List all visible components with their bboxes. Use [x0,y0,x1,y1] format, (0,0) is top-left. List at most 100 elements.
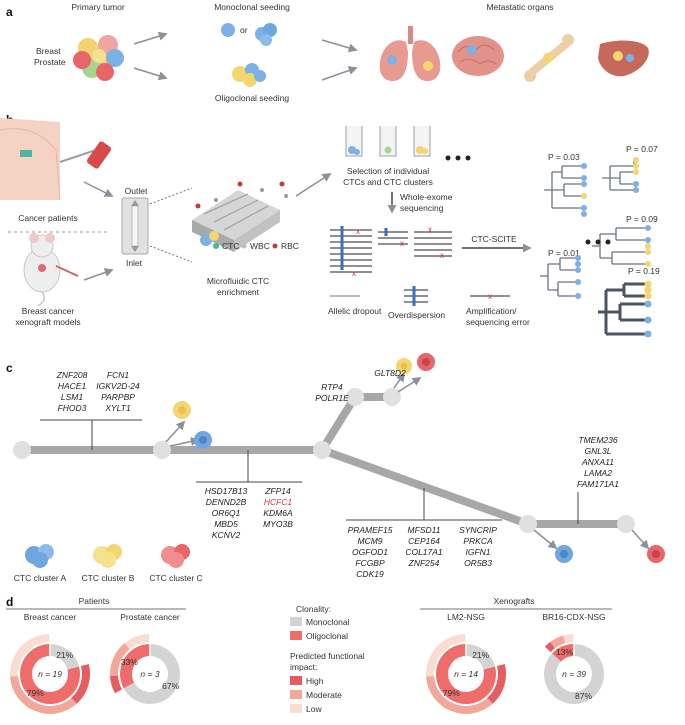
genes-top: RTP4 POLR1E [315,382,349,403]
arrow-oligo-organs [321,66,358,81]
high-label: High [306,676,324,686]
liver-illustration [598,40,649,77]
zoom-line-bottom [149,245,193,263]
moderate-label: Moderate [306,690,342,700]
svg-text:OR5B3: OR5B3 [464,558,492,568]
svg-text:TMEM236: TMEM236 [578,435,617,445]
microfluidic-line1: Microfluidic CTC [207,276,269,286]
svg-text:FAM171A1: FAM171A1 [577,479,619,489]
svg-text:x: x [356,227,360,236]
genes-mid-b: ZFP14 HCFC1 KDM6A MYO3B [263,486,293,529]
low-wedge-2 [426,634,466,677]
legend-wbc: WBC [250,241,270,251]
arrow-chip-selection [295,173,332,197]
donut-title-3: BR16-CDX-NSG [542,612,605,622]
inlet-label: Inlet [126,258,143,268]
moderate-wedge-0 [10,676,77,715]
branch-up [318,394,359,453]
svg-text:ZNF254: ZNF254 [408,558,440,568]
or-label: or [240,25,248,35]
svg-text:POLR1E: POLR1E [315,393,349,403]
cell-yellow-1 [173,401,191,419]
high-wedge-2 [487,664,506,704]
oligo-wedge-1 [119,644,150,689]
tree-p007: P = 0.07 [602,144,658,193]
donut-pct-mono-3: 87% [575,691,592,701]
arrow-primary-oligo [133,67,168,81]
xenograft-line1: Breast cancer [22,306,75,316]
svg-text:IGFN1: IGFN1 [465,547,490,557]
mono-wedge-2 [466,644,496,670]
donut-n-3: n = 39 [562,669,586,679]
wes-line2: sequencing [400,203,444,213]
oligoclonal-cells [232,63,266,87]
svg-text:KDM6A: KDM6A [263,508,293,518]
mono-wedge-3 [544,644,604,705]
genes-lower-c: SYNCRIP PRKCA IGFN1 OR5B3 [459,525,497,568]
low-wedge-3 [563,634,574,644]
overdispersion-label: Overdispersion [388,310,445,320]
svg-text:x: x [428,225,432,234]
cluster-legend: CTC cluster A CTC cluster B CTC cluster … [14,544,203,583]
svg-text:GNL3L: GNL3L [585,446,612,456]
low-wedge-0 [9,634,50,677]
genes-left-b: FCN1 IGKV2D-24 PARPBP XYLT1 [96,370,140,413]
monoclonal-cells [221,23,277,46]
moderate-wedge-3 [550,635,566,649]
selection-line2: CTCs and CTC clusters [343,177,433,187]
oligoclonal-title: Oligoclonal seeding [215,93,289,103]
oligo-wedge-3 [552,644,574,662]
svg-text:HACE1: HACE1 [58,381,87,391]
pvalue-001: P = 0.01 [548,248,580,258]
phylogeny-tree [13,353,665,563]
donut-pct-oligo-1: 33% [121,657,138,667]
svg-text:CEP164: CEP164 [408,536,440,546]
selection-line1: Selection of individual [347,166,429,176]
node-2 [313,441,331,459]
svg-text:LSM1: LSM1 [61,392,83,402]
zoom-line-top [149,187,193,205]
node-5 [519,515,537,533]
cell-yellow-2 [396,358,412,374]
donut-pct-oligo-0: 79% [27,688,44,698]
cell-blue-1 [194,431,212,449]
svg-text:OGFOD1: OGFOD1 [352,547,388,557]
svg-text:CDK19: CDK19 [356,569,384,579]
svg-text:x: x [440,251,444,260]
genes-left-a: ZNF208 HACE1 LSM1 FHOD3 [56,370,88,413]
svg-text:FCGBP: FCGBP [355,558,385,568]
donut-pct-mono-0: 21% [56,650,73,660]
wes-line1: Whole-exome [400,192,453,202]
bone-illustration [524,34,574,82]
cell-red-2 [647,545,665,563]
arrow-patients-chip [83,181,114,197]
mono-label: Monoclonal [306,617,350,627]
donut-pct-mono-1: 67% [162,681,179,691]
wells-illustration [345,126,471,161]
high-wedge-3 [544,641,555,653]
svg-text:x: x [352,269,356,278]
svg-text:PRAMEF15: PRAMEF15 [348,525,393,535]
genes-lower-b: MFSD11 CEP164 COL17A1 ZNF254 [405,525,443,568]
genes-right: TMEM236 GNL3L ANXA11 LAMA2 FAM171A1 [577,435,619,489]
tree-p019-best: P = 0.19 [598,266,660,338]
sequencing-reads: x x x x x [330,225,452,278]
arrow-mice-chip [83,268,114,281]
primary-tumor-title: Primary tumor [71,2,125,12]
pvalue-003: P = 0.03 [548,152,580,162]
tree-p001: P = 0.01 [540,248,581,299]
low-label: Low [306,704,322,714]
mouse-illustration [23,233,79,307]
svg-text:COL17A1: COL17A1 [405,547,443,557]
svg-text:ZNF208: ZNF208 [56,370,88,380]
oligo-label: Oligoclonal [306,631,348,641]
mono-swatch [290,617,302,626]
chip-zoom-illustration [192,181,288,252]
xenografts-header: Xenografts [493,596,534,606]
cluster-c-icon [161,544,190,568]
svg-text:XYLT1: XYLT1 [104,403,131,413]
metastatic-title: Metastatic organs [486,2,553,12]
legend-wbc-dot [241,243,247,249]
svg-text:x: x [400,239,404,248]
